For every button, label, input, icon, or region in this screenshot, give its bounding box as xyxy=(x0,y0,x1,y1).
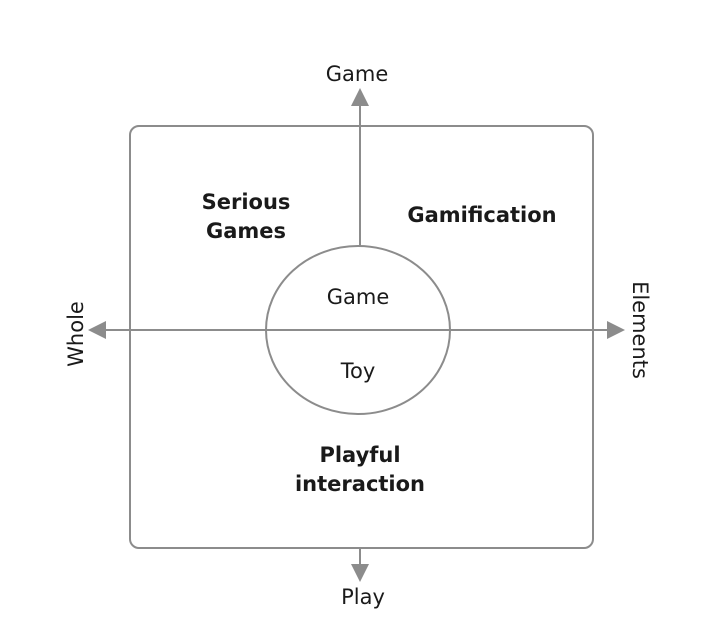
quadrant-label-playful-line1: Playful xyxy=(319,443,400,467)
circle-label-game: Game xyxy=(327,285,390,309)
quadrant-label-serious-games-line1: Serious xyxy=(202,190,291,214)
axis-label-left: Whole xyxy=(64,301,88,367)
arrow-right-icon xyxy=(607,321,625,339)
outer-frame xyxy=(129,125,594,549)
arrow-down-icon xyxy=(351,564,369,582)
axis-label-right: Elements xyxy=(628,281,652,379)
axis-label-top: Game xyxy=(326,62,389,86)
arrow-up-icon xyxy=(351,88,369,106)
quadrant-label-gamification: Gamification xyxy=(407,203,556,227)
circle-label-toy: Toy xyxy=(340,359,376,383)
arrow-left-icon xyxy=(88,321,106,339)
axis-label-bottom: Play xyxy=(341,585,385,609)
center-circle xyxy=(265,245,451,415)
quadrant-label-playful-line2: interaction xyxy=(295,472,425,496)
quadrant-label-serious-games-line2: Games xyxy=(206,219,286,243)
